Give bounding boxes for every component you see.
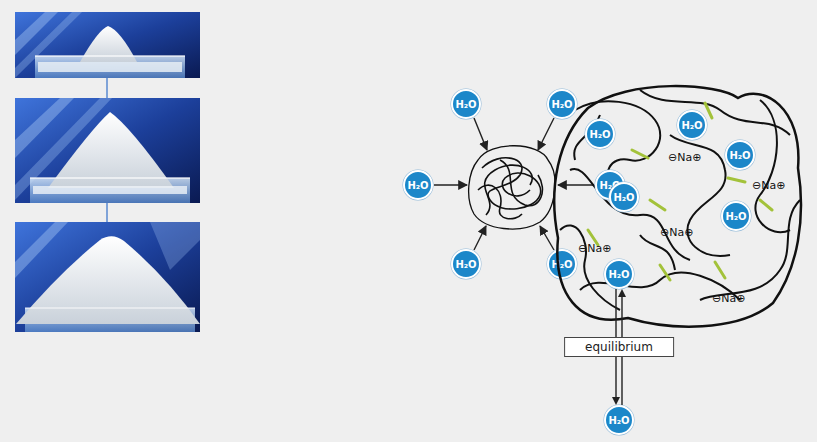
molecule-formula: H₂O (729, 150, 750, 161)
molecule-formula: H₂O (589, 129, 610, 140)
water-molecule: H₂O (604, 405, 634, 435)
water-molecule: H₂O (547, 89, 577, 119)
water-molecule: H₂O (609, 182, 639, 212)
molecule-formula: H₂O (551, 99, 572, 110)
water-molecule: H₂O (725, 140, 755, 170)
molecule-formula: H₂O (681, 120, 702, 131)
sodium-ion-label: ⊖Na⊕ (660, 226, 693, 239)
water-molecule: H₂O (721, 201, 751, 231)
water-uptake-arrows (434, 118, 594, 250)
dry-polymer-coil (469, 146, 555, 229)
molecule-formula: H₂O (551, 259, 572, 270)
water-molecule: H₂O (403, 170, 433, 200)
water-molecule: H₂O (677, 110, 707, 140)
water-molecule: H₂O (585, 119, 615, 149)
molecule-formula: H₂O (455, 99, 476, 110)
molecule-formula: H₂O (407, 180, 428, 191)
photo-sequence-line (106, 78, 108, 222)
edge-label: equilibrium (564, 337, 674, 357)
sodium-ion-label: ⊖Na⊕ (752, 179, 785, 192)
water-molecule: H₂O (547, 249, 577, 279)
molecule-formula: H₂O (725, 211, 746, 222)
water-molecule: H₂O (604, 259, 634, 289)
gel-network-outline: ⊖Na⊕ ⊖Na⊕ ⊖Na⊕ ⊖Na⊕ ⊖Na⊕ H₂O H₂O H₂O H₂O H₂O H₂O (548, 78, 808, 335)
sodium-ion-label: ⊖Na⊕ (578, 242, 611, 255)
molecule-formula: H₂O (608, 415, 629, 426)
sodium-ion-label: ⊖Na⊕ (668, 151, 701, 164)
photo-swollen-gel (15, 222, 200, 332)
gel-outline-path (554, 86, 801, 327)
molecule-formula: H₂O (455, 259, 476, 270)
crosslinks (588, 103, 772, 280)
water-molecule: H₂O (451, 249, 481, 279)
photo-dry-powder (15, 12, 200, 78)
molecule-formula: H₂O (613, 192, 634, 203)
molecule-formula: H₂O (608, 269, 629, 280)
polymer-chains (560, 90, 800, 310)
water-molecule: H₂O (451, 89, 481, 119)
photo-swelling-powder (15, 98, 200, 203)
arrow-head (618, 289, 626, 297)
arrow-head (612, 397, 620, 405)
sodium-ion-label: ⊖Na⊕ (712, 292, 745, 305)
